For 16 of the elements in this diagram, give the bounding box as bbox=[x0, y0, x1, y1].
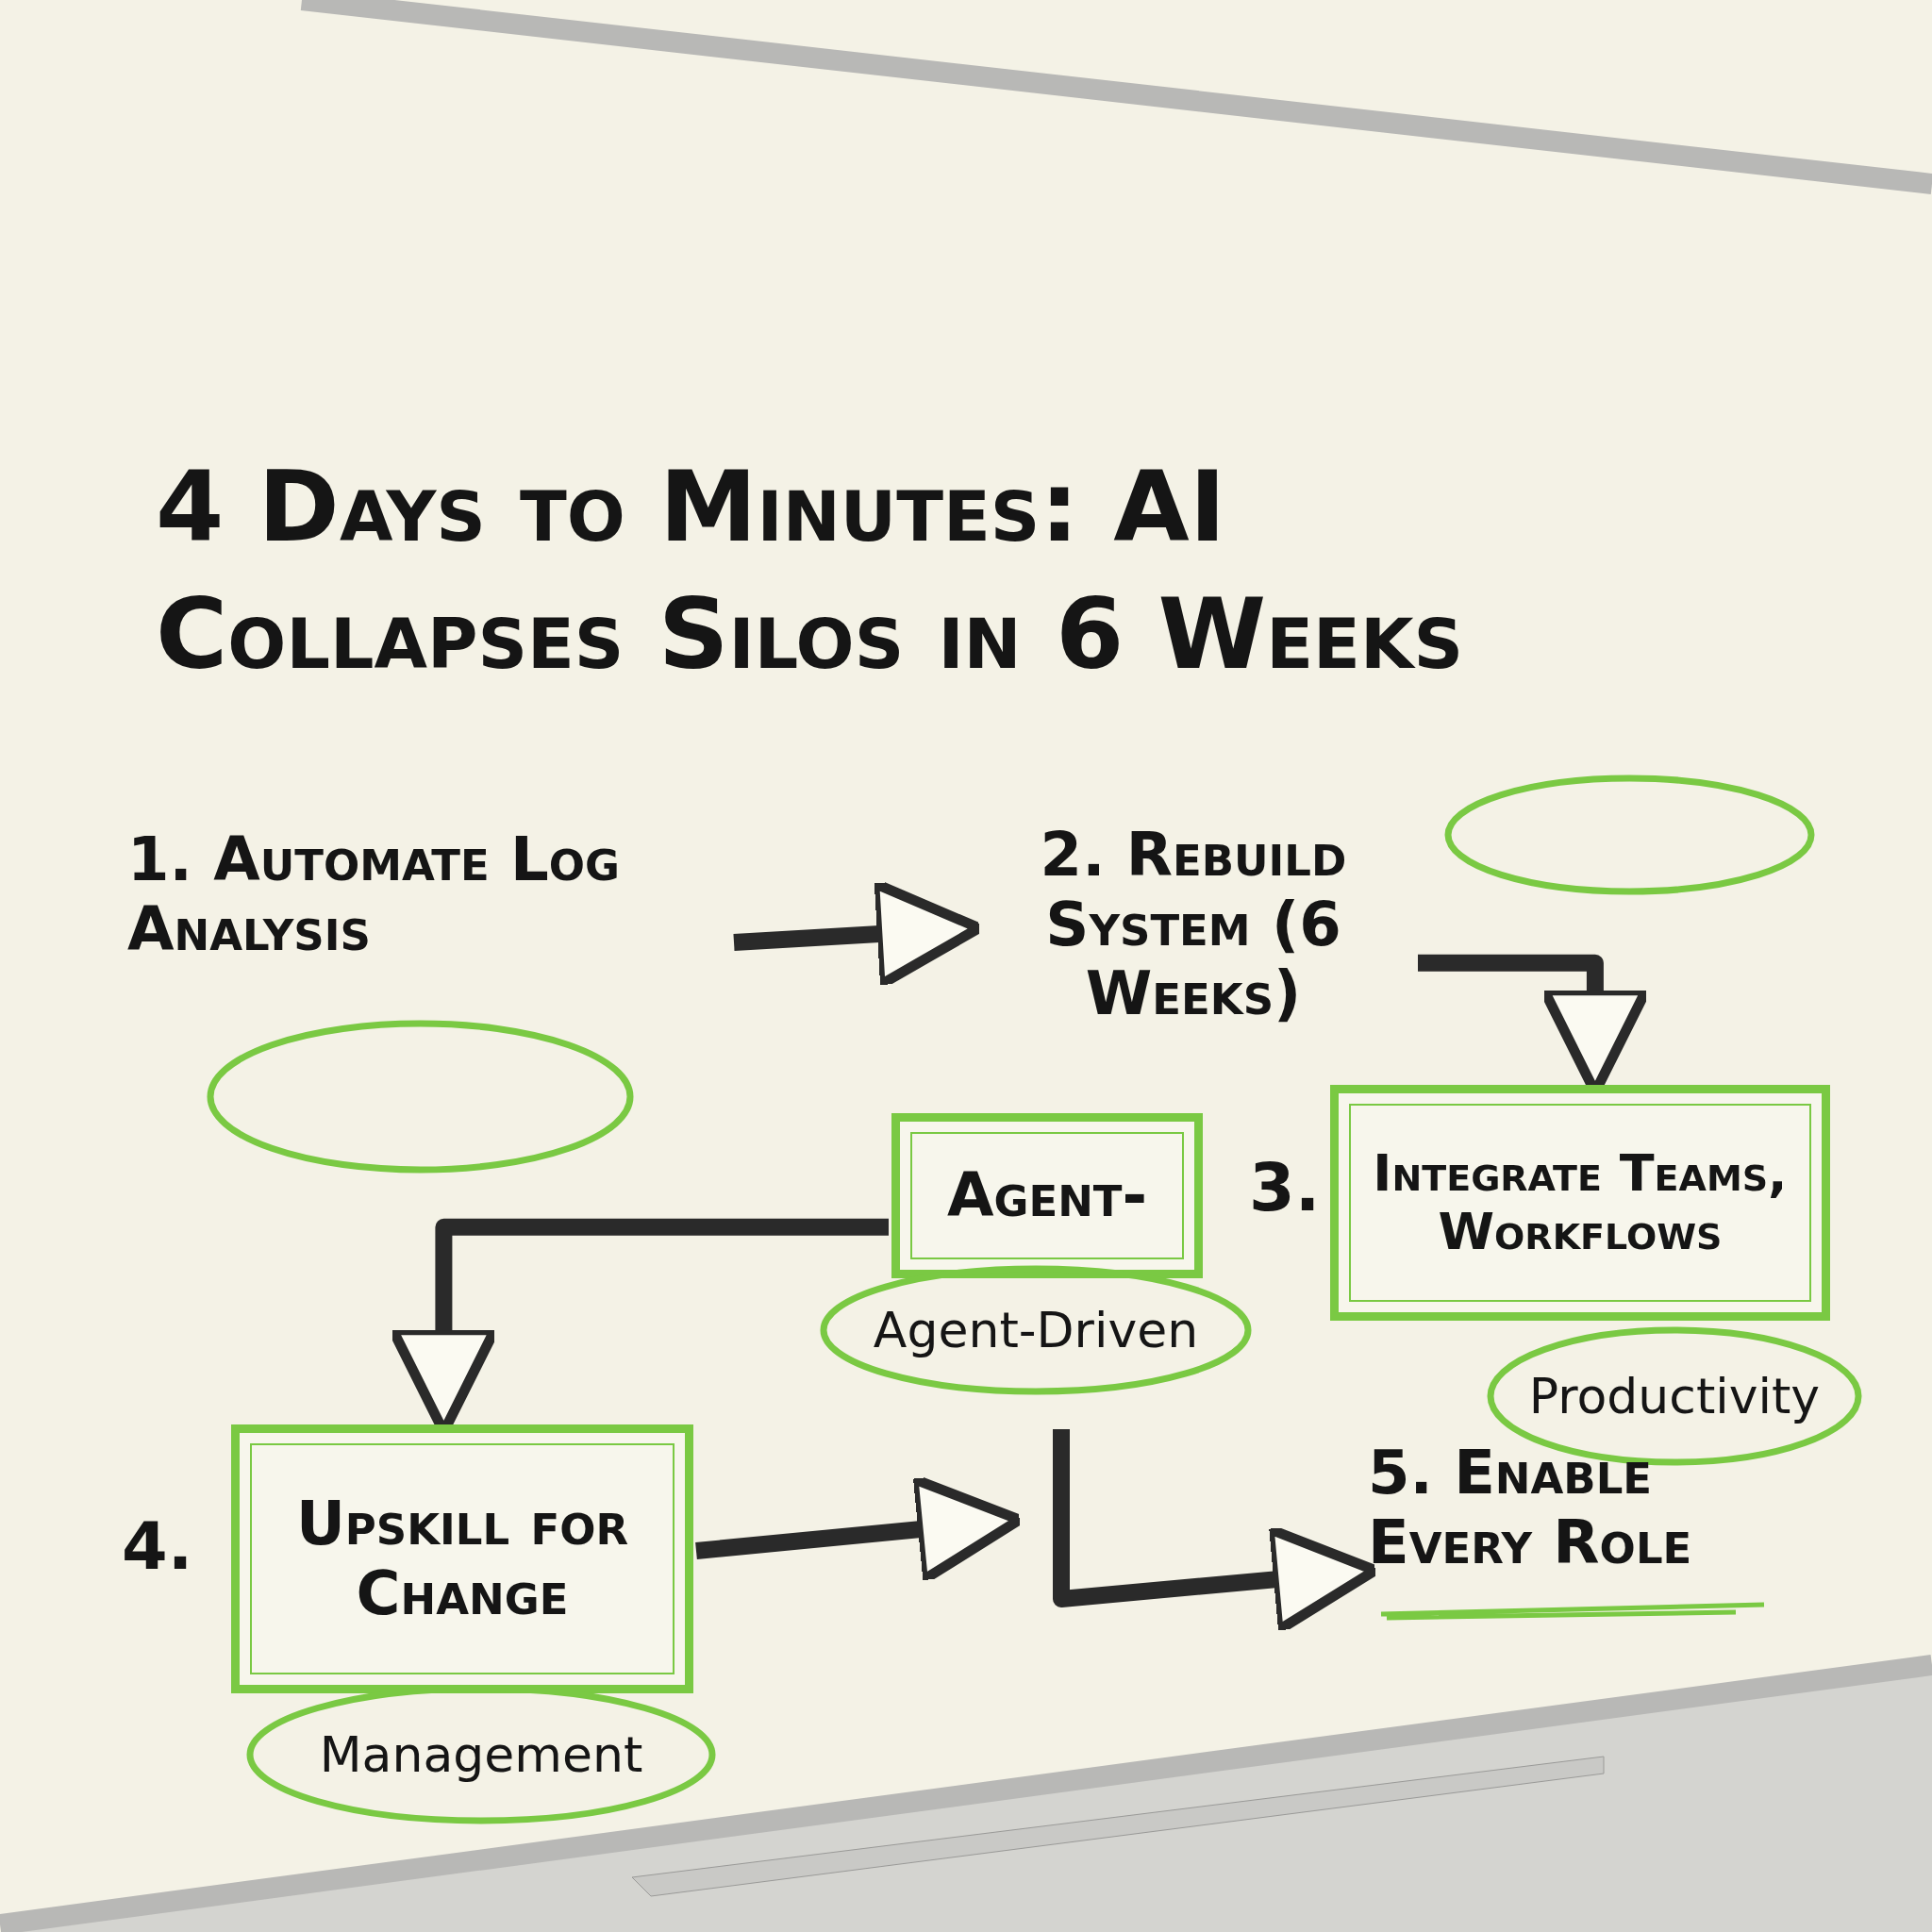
title: 4 Days to Minutes: AI Collapses Silos in 6 Weeks bbox=[156, 448, 1465, 694]
step-text: 2. Rebuild System (6 Weeks) bbox=[1040, 820, 1347, 1029]
step-number: 3. bbox=[1249, 1150, 1321, 1226]
callout-oval bbox=[1443, 774, 1816, 896]
callout-text: Productivity bbox=[1527, 1368, 1822, 1424]
step-text: Agent- bbox=[946, 1160, 1148, 1231]
step-text: 1. Automate Log Analysis bbox=[127, 824, 620, 964]
step-text: 5. Enable Every Role bbox=[1368, 1438, 1692, 1577]
callout-text: Agent-Driven bbox=[872, 1302, 1200, 1358]
step-text: Integrate Teams, Workflows bbox=[1372, 1143, 1789, 1262]
step-text: Upskill for Change bbox=[294, 1489, 630, 1629]
step-number: 4. bbox=[122, 1508, 193, 1585]
callout-oval bbox=[819, 1264, 1253, 1396]
callout-text: Management bbox=[318, 1726, 644, 1783]
callout-oval bbox=[206, 1019, 635, 1174]
step-box bbox=[891, 1113, 1203, 1278]
